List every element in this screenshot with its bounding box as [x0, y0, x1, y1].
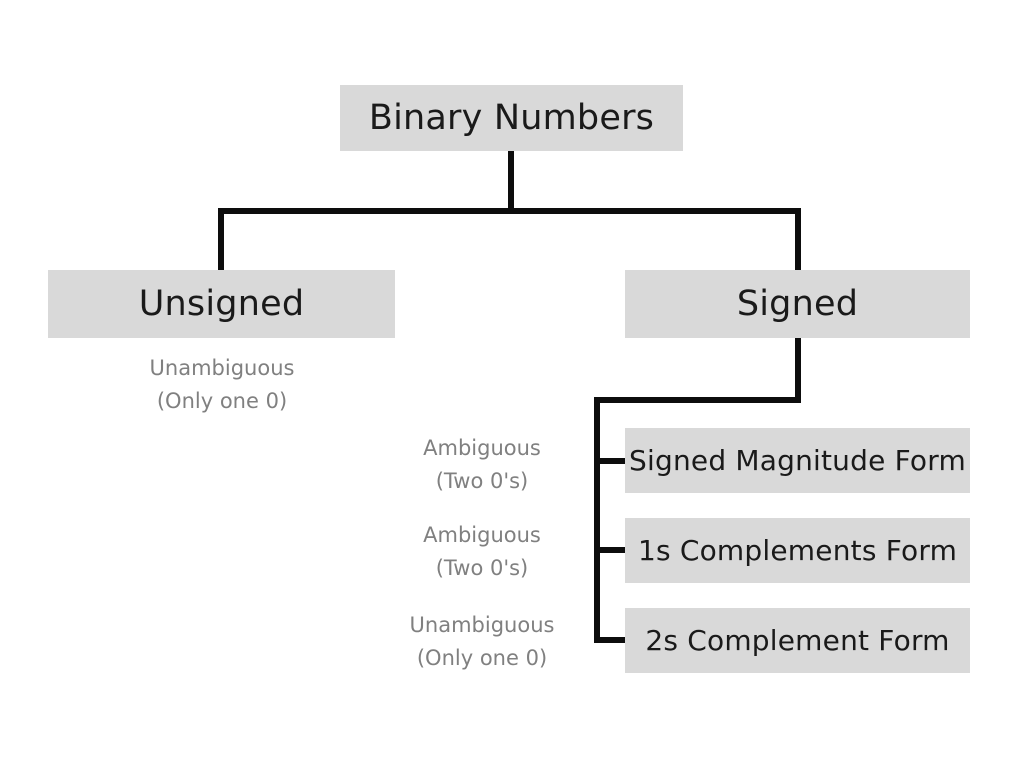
annotation-signed-magnitude-line2: (Two 0's)	[435, 468, 529, 493]
annotation-unsigned: Unambiguous (Only one 0)	[92, 352, 352, 417]
node-signed-magnitude-form-label: Signed Magnitude Form	[629, 444, 966, 477]
node-1s-complements-form: 1s Complements Form	[625, 518, 970, 583]
connector-drop-to-signed	[795, 208, 801, 271]
node-2s-complement-form: 2s Complement Form	[625, 608, 970, 673]
connector-signed-stem	[795, 338, 801, 400]
connector-forms-spine	[594, 397, 600, 643]
connector-drop-to-unsigned	[218, 208, 224, 271]
node-2s-complement-form-label: 2s Complement Form	[645, 624, 950, 657]
connector-branch-2s-complement	[594, 637, 627, 643]
node-1s-complements-form-label: 1s Complements Form	[637, 534, 958, 567]
annotation-unsigned-line1: Unambiguous	[149, 356, 295, 380]
connector-branch-1s-complement	[594, 547, 627, 553]
annotation-signed-magnitude: Ambiguous (Two 0's)	[352, 432, 612, 497]
annotation-1s-complements-line1: Ambiguous	[423, 523, 541, 547]
annotation-signed-magnitude-line1: Ambiguous	[423, 436, 541, 460]
annotation-2s-complement-line2: (Only one 0)	[416, 645, 548, 670]
node-signed-magnitude-form: Signed Magnitude Form	[625, 428, 970, 493]
node-binary-numbers: Binary Numbers	[340, 85, 683, 151]
annotation-1s-complements-line2: (Two 0's)	[435, 555, 529, 580]
annotation-unsigned-line2: (Only one 0)	[156, 388, 288, 413]
connector-signed-elbow	[594, 397, 801, 403]
annotation-2s-complement: Unambiguous (Only one 0)	[352, 609, 612, 674]
connector-root-stem	[508, 151, 514, 213]
node-unsigned-label: Unsigned	[138, 284, 305, 324]
node-signed: Signed	[625, 270, 970, 338]
connector-split-bar	[218, 208, 801, 214]
node-binary-numbers-label: Binary Numbers	[368, 98, 655, 138]
node-signed-label: Signed	[736, 284, 859, 324]
annotation-1s-complements: Ambiguous (Two 0's)	[352, 519, 612, 584]
annotation-2s-complement-line1: Unambiguous	[409, 613, 555, 637]
node-unsigned: Unsigned	[48, 270, 395, 338]
connector-branch-signed-magnitude	[594, 458, 627, 464]
